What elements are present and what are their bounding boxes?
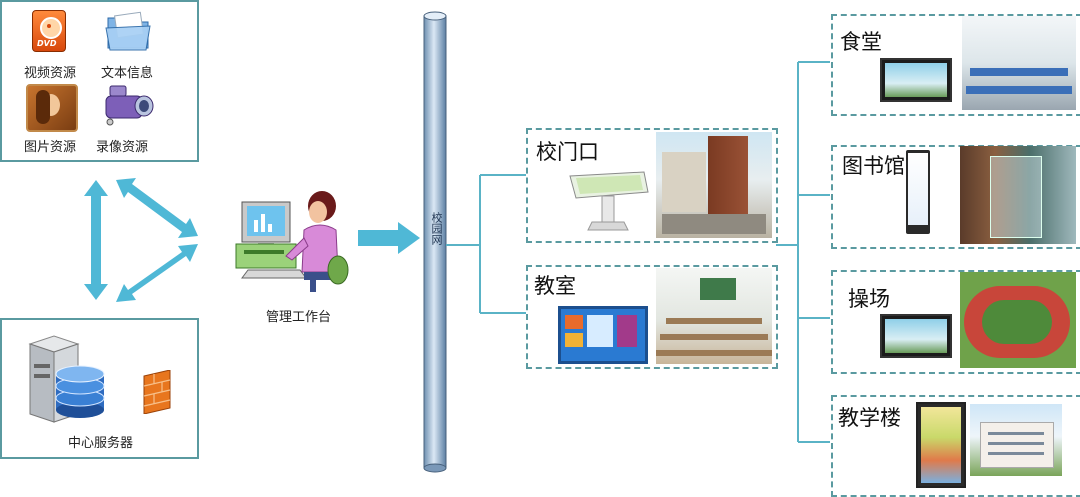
firewall-icon[interactable] — [140, 370, 174, 414]
double-arrow-lower — [116, 244, 198, 302]
operator-computer-icon[interactable] — [234, 186, 350, 294]
classroom-label: 教室 — [534, 274, 576, 298]
branch-lines-right — [776, 61, 830, 443]
library-kiosk-icon — [906, 150, 930, 234]
folder-icon[interactable] — [104, 8, 154, 52]
kiosk-icon — [569, 171, 649, 231]
playground-label: 操场 — [848, 287, 890, 311]
arrow-to-network — [358, 222, 420, 254]
server-label: 中心服务器 — [68, 436, 134, 451]
teaching-building-label: 教学楼 — [838, 406, 901, 430]
database-icon[interactable] — [54, 364, 106, 420]
playground-photo — [960, 272, 1076, 368]
network-label: 校园网 — [430, 212, 443, 245]
image-resource-label: 图片资源 — [24, 140, 77, 155]
playground-screen-icon — [880, 314, 952, 358]
recording-resource-label: 录像资源 — [96, 140, 149, 155]
network-pipe — [423, 11, 447, 473]
canteen-photo — [962, 16, 1076, 110]
canteen-label: 食堂 — [840, 30, 882, 54]
video-resource-label: 视频资源 — [24, 66, 77, 81]
library-photo — [960, 146, 1076, 244]
gate-photo — [656, 132, 772, 238]
poster-screen-icon — [916, 402, 966, 488]
dvd-icon[interactable]: DVD — [32, 10, 66, 52]
camcorder-icon[interactable] — [98, 82, 156, 128]
workstation-label: 管理工作台 — [266, 310, 332, 325]
teaching-building-photo — [970, 404, 1062, 476]
classroom-screen-icon — [558, 306, 648, 364]
branch-lines-left — [446, 174, 527, 314]
portrait-icon[interactable] — [26, 84, 78, 132]
double-arrow-vertical — [84, 180, 108, 300]
classroom-photo — [656, 268, 772, 364]
canteen-screen-icon — [880, 58, 952, 102]
gate-label: 校门口 — [536, 140, 599, 164]
library-label: 图书馆 — [842, 154, 905, 178]
text-info-label: 文本信息 — [101, 66, 154, 81]
double-arrow-upper — [116, 178, 198, 238]
cycle-arrows — [84, 178, 198, 302]
